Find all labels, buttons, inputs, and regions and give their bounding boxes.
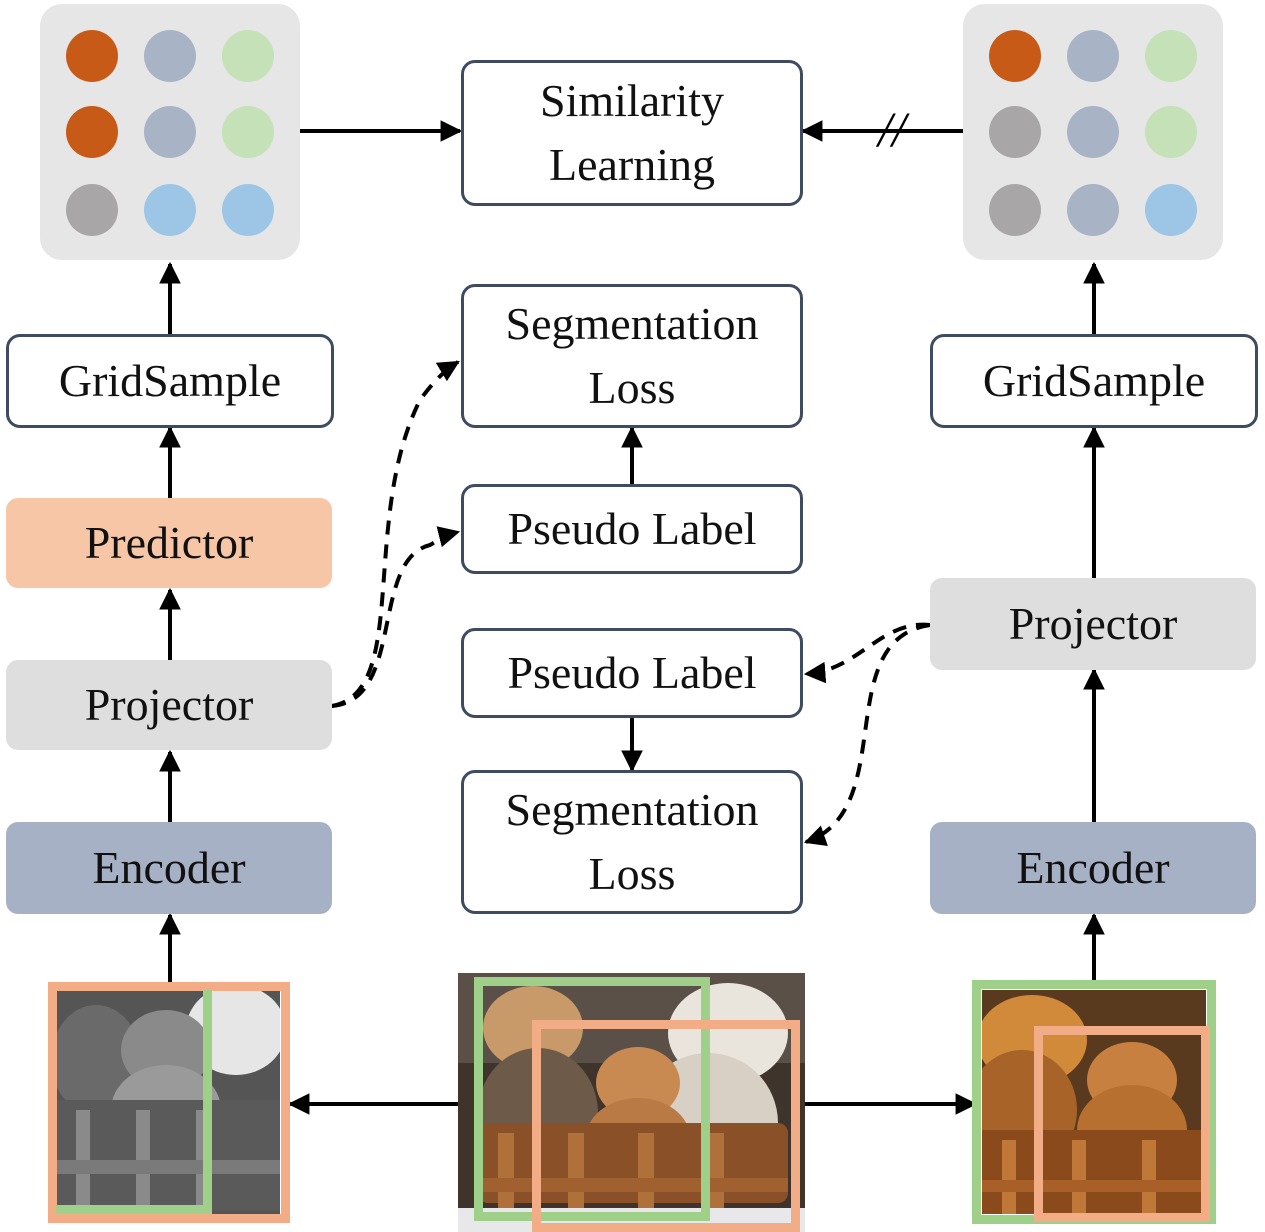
projector-box-left: Projector (6, 660, 332, 750)
feature-grid-right-dot (1067, 30, 1119, 82)
similarity-learning-box: Similarity Learning (461, 60, 803, 206)
feature-grid-left-dot (222, 184, 274, 236)
feature-grid-right-dot (1145, 106, 1197, 158)
original-image (458, 973, 805, 1232)
projector-left-text: Projector (84, 679, 254, 730)
similarity-label-line2: Learning (548, 139, 716, 190)
feature-grid-right-dot (1145, 30, 1197, 82)
feature-grid-right-dot (989, 184, 1041, 236)
gridsample-right-text: GridSample (982, 355, 1206, 406)
feature-grid-right-dot (1145, 184, 1197, 236)
crop-frame-orange-original (532, 1020, 800, 1232)
feature-grid-right-dot (989, 106, 1041, 158)
crop-frame-green-original (474, 977, 710, 1221)
segmentation-loss-box-bottom: Segmentation Loss (461, 770, 803, 914)
dashed-projector-to-segloss-left (331, 360, 460, 708)
stop-gradient-mark: // (875, 101, 910, 157)
feature-grid-left-dot (222, 106, 274, 158)
feature-grid-left-dot (144, 30, 196, 82)
predictor-text: Predictor (84, 517, 254, 568)
similarity-label-line1: Similarity (540, 75, 724, 126)
feature-grid-right-dot (989, 30, 1041, 82)
seg-loss-top-line1: Segmentation (505, 298, 759, 349)
projector-right-text: Projector (1008, 598, 1178, 649)
feature-grid-left-dot (144, 184, 196, 236)
dashed-projector-to-pseudo-left (331, 526, 461, 708)
encoder-left-text: Encoder (92, 842, 246, 893)
feature-grid-left-dot (222, 30, 274, 82)
pseudo-label-box-top: Pseudo Label (461, 484, 803, 574)
seg-loss-bottom-line2: Loss (588, 848, 676, 899)
crop-frame-green-left (56, 990, 212, 1214)
segmentation-loss-box-top: Segmentation Loss (461, 284, 803, 428)
pseudo-label-bottom-text: Pseudo Label (507, 647, 757, 698)
pseudo-label-top-text: Pseudo Label (507, 503, 757, 554)
dashed-projector-to-pseudo-right (803, 622, 931, 684)
encoder-right-text: Encoder (1016, 842, 1170, 893)
gridsample-left-text: GridSample (58, 355, 282, 406)
feature-grid-right (963, 4, 1223, 260)
seg-loss-top-line2: Loss (588, 362, 676, 413)
crop-frame-orange-right (1034, 1026, 1210, 1222)
gridsample-box-left: GridSample (6, 334, 334, 428)
crop-frame-orange-left (48, 982, 290, 1223)
pseudo-label-box-bottom: Pseudo Label (461, 628, 803, 718)
seg-loss-bottom-line1: Segmentation (505, 784, 759, 835)
projector-box-right: Projector (930, 578, 1256, 670)
dashed-projector-to-segloss-right (803, 623, 931, 846)
encoder-box-left: Encoder (6, 822, 332, 914)
feature-grid-left-dot (66, 184, 118, 236)
predictor-box: Predictor (6, 498, 332, 588)
encoder-box-right: Encoder (930, 822, 1256, 914)
feature-grid-left-dot (144, 106, 196, 158)
gridsample-box-right: GridSample (930, 334, 1258, 428)
feature-grid-left-dot (66, 106, 118, 158)
feature-grid-right-dot (1067, 184, 1119, 236)
feature-grid-right-dot (1067, 106, 1119, 158)
feature-grid-left (40, 4, 300, 260)
feature-grid-left-dot (66, 30, 118, 82)
